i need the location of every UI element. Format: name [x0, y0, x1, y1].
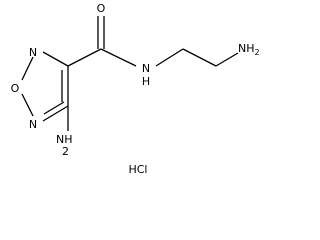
- amide-nitrogen-label: N: [142, 62, 150, 75]
- bond-n2-o1: [21, 56, 34, 81]
- bond-n-ch2: [155, 48, 184, 67]
- bond-ch2-nh2: [215, 52, 239, 67]
- ring-nitrogen-bottom-label: N: [29, 118, 37, 131]
- bond-ccarbonyl-n: [100, 48, 137, 67]
- bond-n5-c4: [42, 105, 69, 122]
- bond-c3-n2: [42, 51, 69, 67]
- bond-n5-c4-double: [43, 101, 65, 115]
- ring-oxygen-label: O: [11, 82, 20, 95]
- ring-amine-subscript: 2: [62, 145, 69, 158]
- bond-ch2-ch2: [182, 48, 217, 67]
- ring-amine-label: NH: [56, 133, 73, 146]
- bond-c3-ccarbonyl: [67, 48, 102, 67]
- carbonyl-oxygen-label: O: [97, 2, 106, 15]
- molecule-diagram: N O N O N H NH2 NH 2 HCl: [11, 2, 260, 176]
- amide-hydrogen-label: H: [142, 75, 150, 88]
- ring-nitrogen-top-label: N: [29, 46, 37, 59]
- hydrochloride-label: HCl: [128, 163, 147, 176]
- bond-o1-n5: [21, 93, 34, 117]
- terminal-amine-label: NH2: [238, 42, 260, 57]
